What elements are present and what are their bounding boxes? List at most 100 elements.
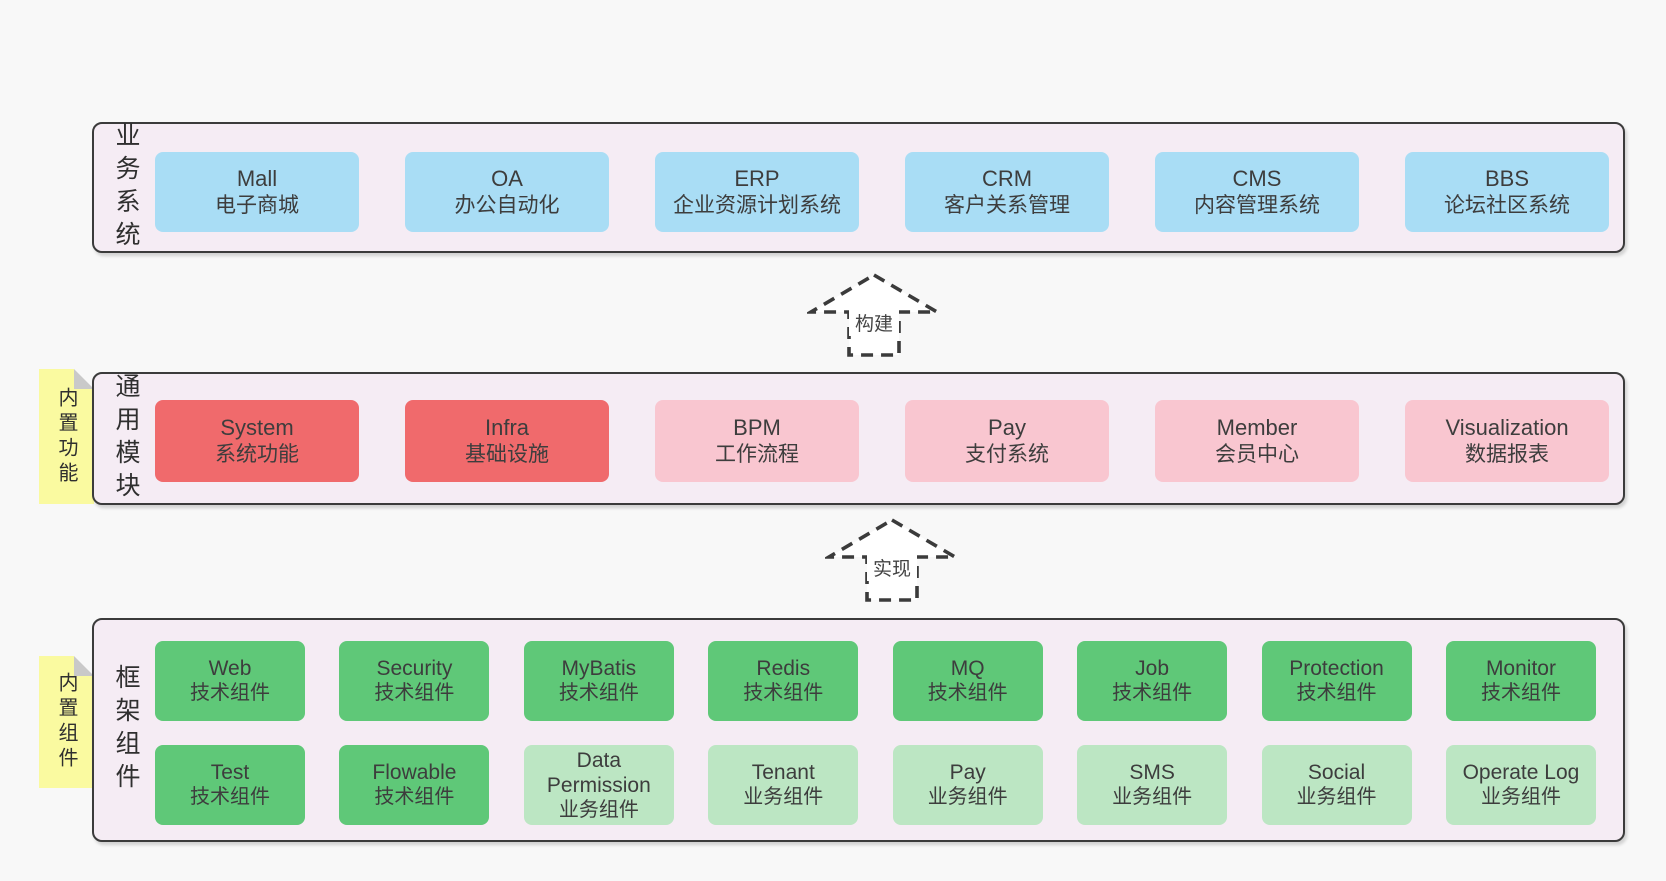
band-framework-components-label: 框架组件 — [112, 664, 140, 796]
box-name: Job — [1135, 657, 1170, 680]
box-desc: 支付系统 — [965, 443, 1049, 466]
box-name: BBS — [1484, 166, 1530, 191]
box-security: Security 技术组件 — [339, 641, 490, 721]
box-job: Job 技术组件 — [1077, 641, 1228, 721]
common-modules-row: System 系统功能 Infra 基础设施 BPM 工作流程 Pay 支付系统… — [155, 400, 1609, 482]
box-desc: 论坛社区系统 — [1444, 194, 1570, 217]
box-desc: 基础设施 — [465, 443, 549, 466]
folded-corner-icon — [74, 656, 94, 676]
box-name: Redis — [756, 657, 811, 680]
arrow-build: 构建 — [807, 272, 941, 358]
band-common-modules: 通用模块 System 系统功能 Infra 基础设施 BPM 工作流程 Pay… — [92, 372, 1625, 505]
band-common-modules-label: 通用模块 — [112, 372, 140, 505]
box-name: BPM — [733, 415, 781, 440]
box-name: Mall — [236, 166, 278, 191]
box-monitor: Monitor 技术组件 — [1445, 641, 1596, 721]
box-name: Social — [1307, 761, 1366, 784]
folded-corner-icon — [74, 369, 94, 389]
box-erp: ERP 企业资源计划系统 — [655, 152, 859, 232]
box-mq: MQ 技术组件 — [892, 641, 1043, 721]
band-business-systems: 业务系统 Mall 电子商城 OA 办公自动化 ERP 企业资源计划系统 CRM… — [92, 121, 1625, 254]
box-desc: 技术组件 — [190, 786, 270, 808]
box-name: CRM — [981, 166, 1033, 191]
box-system: System 系统功能 — [155, 400, 359, 482]
box-protection: Protection 技术组件 — [1261, 641, 1412, 721]
box-desc: 客户关系管理 — [944, 194, 1070, 217]
box-desc: 内容管理系统 — [1194, 194, 1320, 217]
box-desc: 技术组件 — [374, 786, 455, 808]
box-name: MQ — [950, 657, 985, 680]
box-name: CMS — [1232, 166, 1282, 191]
box-bpm: BPM 工作流程 — [655, 400, 859, 482]
box-name: Infra — [484, 415, 530, 440]
arrow-label-backdrop — [867, 554, 917, 581]
box-desc: 业务组件 — [1296, 786, 1377, 808]
box-operate-log: Operate Log 业务组件 — [1445, 745, 1596, 825]
box-oa: OA 办公自动化 — [405, 152, 609, 232]
sticky-note-built-in-components: 内置组件 — [39, 656, 94, 788]
box-mybatis: MyBatis 技术组件 — [523, 641, 674, 721]
arrow-label: 实现 — [873, 558, 911, 580]
box-desc: 技术组件 — [558, 682, 639, 704]
business-systems-row: Mall 电子商城 OA 办公自动化 ERP 企业资源计划系统 CRM 客户关系… — [155, 152, 1609, 232]
box-infra: Infra 基础设施 — [405, 400, 609, 482]
box-redis: Redis 技术组件 — [708, 641, 859, 721]
box-desc: 工作流程 — [715, 443, 799, 466]
box-flowable: Flowable 技术组件 — [339, 745, 490, 825]
box-name: Pay — [949, 761, 986, 784]
box-desc: 业务组件 — [1112, 786, 1193, 808]
box-desc: 技术组件 — [374, 682, 455, 704]
box-member: Member 会员中心 — [1155, 400, 1359, 482]
box-desc: 业务组件 — [743, 786, 824, 808]
box-name: System — [220, 415, 294, 440]
box-name: Web — [208, 657, 252, 680]
box-name: Flowable — [372, 761, 457, 784]
box-desc: 业务组件 — [927, 786, 1008, 808]
box-name: Visualization — [1445, 415, 1569, 440]
sticky-note-label: 内置功能 — [55, 386, 77, 487]
box-desc: 系统功能 — [215, 443, 299, 466]
box-name: OA — [491, 166, 523, 191]
box-name: Data Permission — [546, 748, 651, 797]
box-desc: 数据报表 — [1465, 443, 1549, 466]
framework-components-row-2: Test 技术组件 Flowable 技术组件 Data Permission … — [155, 745, 1596, 825]
box-desc: 办公自动化 — [454, 194, 560, 217]
box-name: Pay — [988, 415, 1026, 440]
band-business-systems-label: 业务系统 — [112, 121, 140, 254]
box-name: Monitor — [1485, 657, 1556, 680]
box-name: Protection — [1289, 657, 1384, 680]
box-tenant: Tenant 业务组件 — [708, 745, 859, 825]
box-name: MyBatis — [561, 657, 637, 680]
box-name: Security — [376, 657, 453, 680]
box-sms: SMS 业务组件 — [1077, 745, 1228, 825]
box-desc: 技术组件 — [190, 682, 270, 704]
arrow-implement: 实现 — [825, 517, 959, 603]
box-cms: CMS 内容管理系统 — [1155, 152, 1359, 232]
box-desc: 技术组件 — [927, 682, 1008, 704]
box-name: ERP — [734, 166, 780, 191]
arrow-label: 构建 — [855, 313, 893, 335]
box-name: Member — [1216, 415, 1298, 440]
box-crm: CRM 客户关系管理 — [905, 152, 1109, 232]
arrow-label-backdrop — [849, 309, 899, 336]
dashed-up-arrow-icon: 实现 — [825, 517, 959, 602]
box-social: Social 业务组件 — [1261, 745, 1412, 825]
box-desc: 会员中心 — [1215, 443, 1299, 466]
dashed-up-arrow-icon: 构建 — [807, 272, 941, 357]
box-test: Test 技术组件 — [155, 745, 305, 825]
box-desc: 技术组件 — [1112, 682, 1193, 704]
box-data-permission: Data Permission 业务组件 — [523, 745, 674, 825]
box-name: SMS — [1129, 761, 1175, 784]
box-pay-business: Pay 业务组件 — [892, 745, 1043, 825]
box-name: Test — [210, 761, 250, 784]
sticky-note-built-in-features: 内置功能 — [39, 369, 94, 504]
box-desc: 业务组件 — [558, 798, 639, 821]
box-bbs: BBS 论坛社区系统 — [1405, 152, 1609, 232]
box-pay: Pay 支付系统 — [905, 400, 1109, 482]
box-name: Tenant — [751, 761, 815, 784]
box-visualization: Visualization 数据报表 — [1405, 400, 1609, 482]
box-desc: 技术组件 — [743, 682, 824, 704]
framework-components-row-1: Web 技术组件 Security 技术组件 MyBatis 技术组件 Redi… — [155, 641, 1596, 721]
box-desc: 技术组件 — [1296, 682, 1377, 704]
